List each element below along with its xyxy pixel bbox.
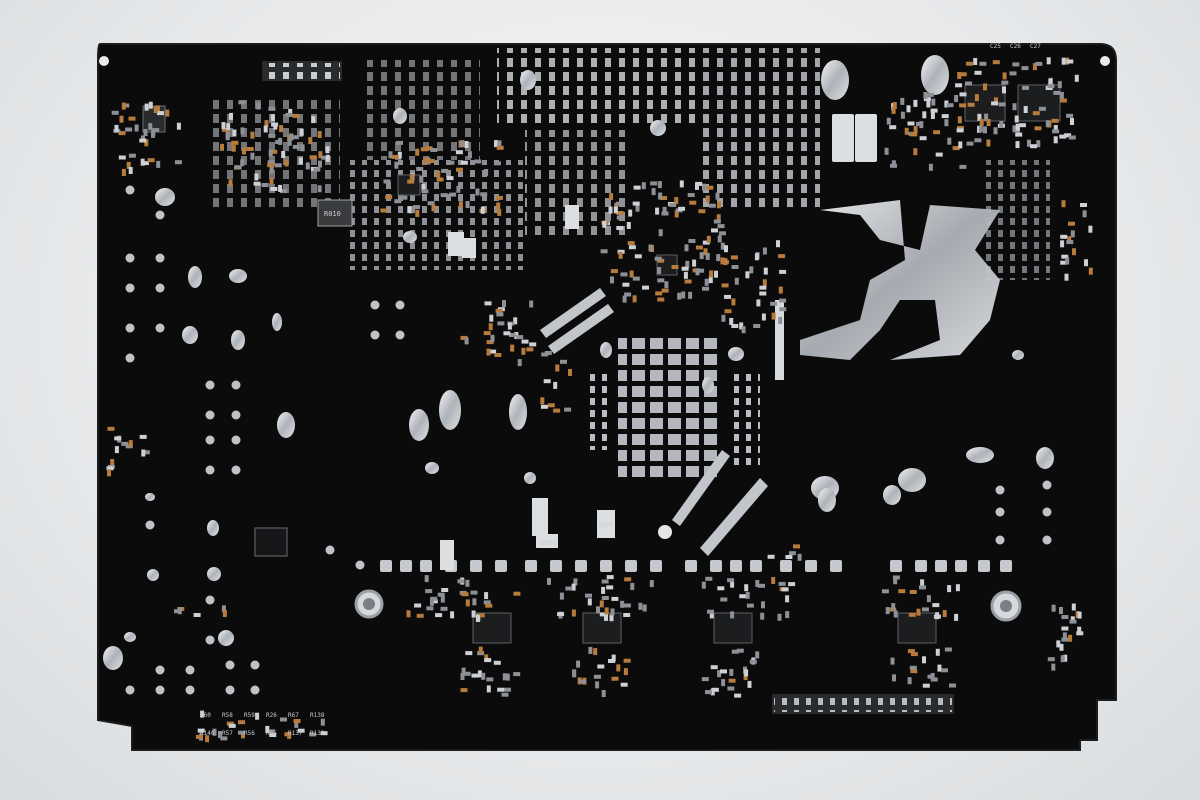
- silk-label: R140: [200, 730, 215, 737]
- silk-label: R26: [266, 712, 277, 719]
- smd-parts: [317, 114, 877, 570]
- resistor-marking: 1R50: [540, 539, 557, 547]
- silkscreen-labels: R60 R58 R59 R26 R67 R138 R140 R57 R56 R55 R137 R13…: [200, 43, 1041, 737]
- silk-label: R138: [310, 712, 325, 719]
- ic-label: C26: [1010, 43, 1021, 50]
- solder-joints: [103, 55, 1054, 670]
- thermal-pad-array: [583, 338, 760, 478]
- header-bottom: [772, 694, 954, 714]
- ic-label: C27: [1030, 43, 1041, 50]
- diagonal-traces: [540, 288, 784, 556]
- mounting-holes: [99, 56, 1110, 622]
- silk-label: R56: [244, 730, 255, 737]
- ic-label: C25: [990, 43, 1001, 50]
- resistor-marking: R010: [324, 210, 341, 218]
- silk-label: R139: [310, 730, 325, 737]
- silk-label: R67: [288, 712, 299, 719]
- silk-label: R57: [222, 730, 233, 737]
- silk-label: R137: [288, 730, 303, 737]
- silk-label: R58: [222, 712, 233, 719]
- solder-pour-right: [800, 200, 1000, 360]
- top-pad-field: [210, 48, 1050, 280]
- resistor-marking: 1R50: [598, 522, 613, 529]
- through-hole-pads: [125, 185, 1052, 695]
- silk-label: R60: [200, 712, 211, 719]
- header-top: [262, 61, 342, 81]
- small-components: [106, 57, 1093, 743]
- silk-label: R55: [266, 730, 277, 737]
- pad-row: [380, 560, 1012, 572]
- silk-label: R59: [244, 712, 255, 719]
